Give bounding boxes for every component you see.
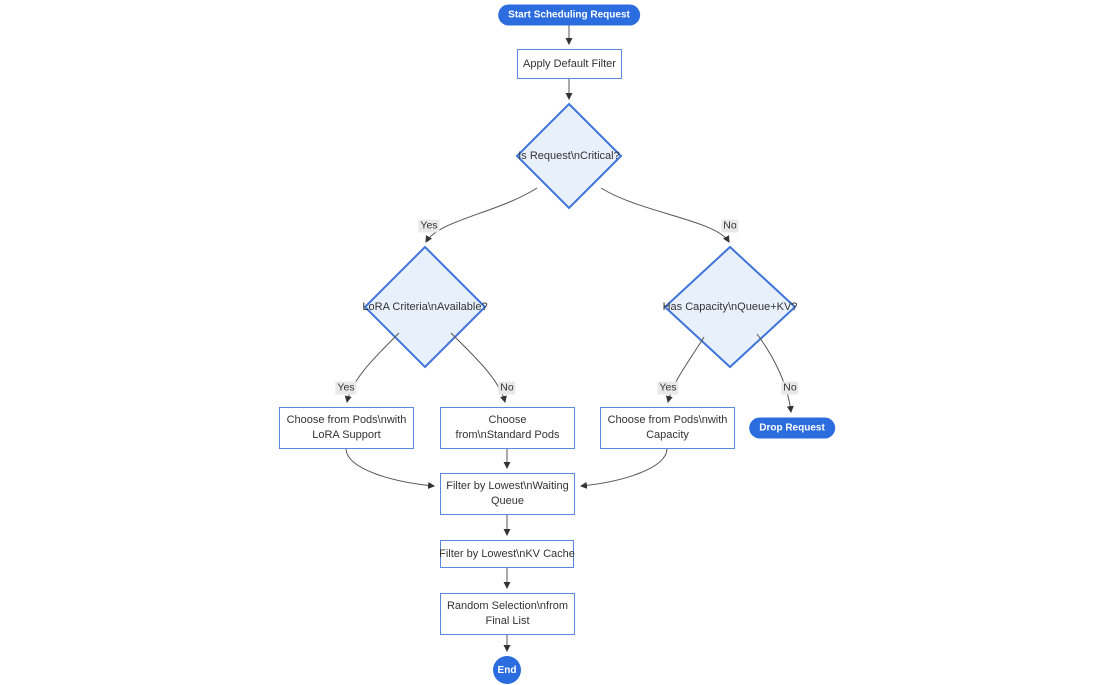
edge-critical-no-to-capacity <box>600 187 730 243</box>
decision-has-capacity-queue-kv: Has Capacity\nQueue+KV? <box>662 301 798 313</box>
node-label: Filter by Lowest\nWaiting Queue <box>446 480 569 507</box>
node-label: Random Selection\nfrom Final List <box>446 600 569 627</box>
decision-is-request-critical: Is Request\nCritical? <box>518 150 620 162</box>
node-choose-standard-pods: Choose from\nStandard Pods <box>440 407 575 449</box>
decision-lora-criteria-available: LoRA Criteria\nAvailable? <box>362 301 488 313</box>
node-filter-waiting-queue: Filter by Lowest\nWaiting Queue <box>440 473 575 515</box>
edge-label-lora-yes: Yes <box>335 381 357 395</box>
node-choose-capacity-pods: Choose from Pods\nwith Capacity <box>600 407 735 449</box>
node-random-selection: Random Selection\nfrom Final List <box>440 593 575 635</box>
node-label: Filter by Lowest\nKV Cache <box>439 547 575 560</box>
node-end: End <box>493 656 521 684</box>
edge-label-lora-no: No <box>498 381 516 395</box>
edge-label-capacity-yes: Yes <box>657 381 679 395</box>
edge-label-critical-no: No <box>721 219 739 233</box>
edge-choose-lora-to-filter-queue <box>345 448 436 489</box>
edge-critical-yes-to-lora <box>425 187 538 243</box>
node-drop-request: Drop Request <box>749 417 835 439</box>
node-label: Choose from Pods\nwith LoRA Support <box>286 414 407 441</box>
node-start: Start Scheduling Request <box>498 4 640 25</box>
node-label: Apply Default Filter <box>523 57 616 70</box>
node-choose-lora-pods: Choose from Pods\nwith LoRA Support <box>279 407 414 449</box>
edge-label-capacity-no: No <box>781 381 799 395</box>
edge-lora-no-to-choose-standard <box>450 332 507 404</box>
node-label: Choose from\nStandard Pods <box>455 414 560 441</box>
edge-capacity-no-to-drop <box>756 333 794 414</box>
node-apply-default-filter: Apply Default Filter <box>517 49 622 79</box>
node-filter-kv-cache: Filter by Lowest\nKV Cache <box>439 540 575 568</box>
edge-choose-capacity-to-filter-queue <box>579 448 668 489</box>
edge-label-critical-yes: Yes <box>418 219 440 233</box>
node-label: Choose from Pods\nwith Capacity <box>607 414 728 441</box>
